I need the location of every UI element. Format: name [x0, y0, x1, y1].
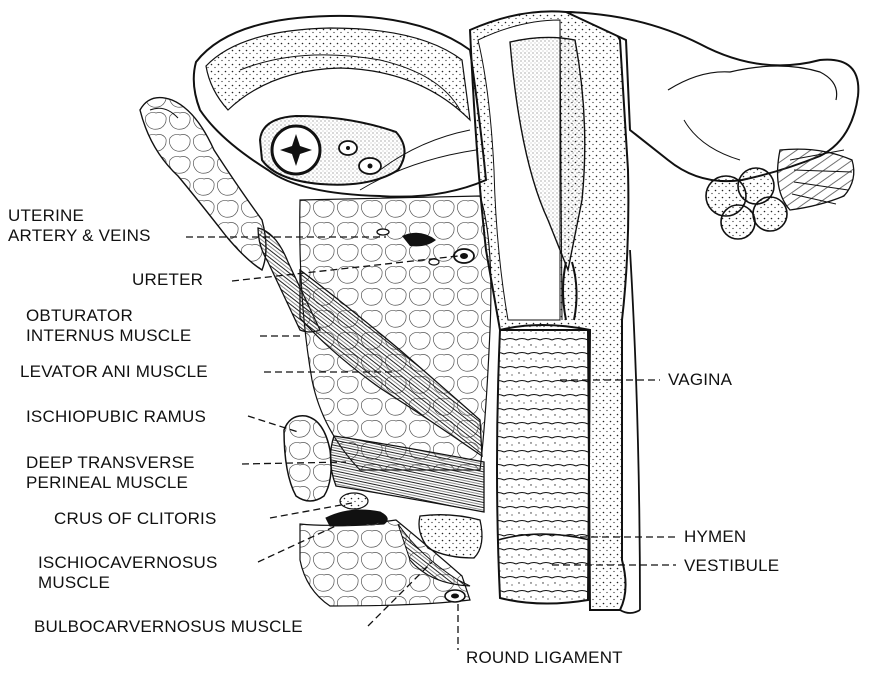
- label-levator-ani: LEVATOR ANI MUSCLE: [20, 362, 208, 382]
- label-bulbocavernosus: BULBOCARVERNOSUS MUSCLE: [34, 617, 303, 637]
- label-obturator-internus: OBTURATOR INTERNUS MUSCLE: [26, 306, 191, 346]
- left-tube-ovary: [194, 16, 486, 197]
- crus-clitoris-shape: [326, 493, 387, 526]
- label-vestibule: VESTIBULE: [684, 556, 779, 576]
- label-uterine-artery-veins: UTERINE ARTERY & VEINS: [8, 206, 151, 246]
- label-deep-transverse-perineal: DEEP TRANSVERSE PERINEAL MUSCLE: [26, 453, 195, 493]
- right-ovary: [706, 168, 787, 239]
- fimbriae: [778, 149, 854, 210]
- perineum-lower: [300, 515, 482, 606]
- ischiopubic-ramus-shape: [284, 416, 331, 501]
- vagina-shape: [497, 325, 590, 604]
- label-ischiocavernosus: ISCHIOCAVERNOSUS MUSCLE: [38, 553, 218, 593]
- label-crus-of-clitoris: CRUS OF CLITORIS: [54, 509, 217, 529]
- label-ischiopubic-ramus: ISCHIOPUBIC RAMUS: [26, 407, 206, 427]
- label-ureter: URETER: [132, 270, 203, 290]
- label-hymen: HYMEN: [684, 527, 746, 547]
- label-vagina: VAGINA: [668, 370, 732, 390]
- label-round-ligament: ROUND LIGAMENT: [466, 648, 623, 668]
